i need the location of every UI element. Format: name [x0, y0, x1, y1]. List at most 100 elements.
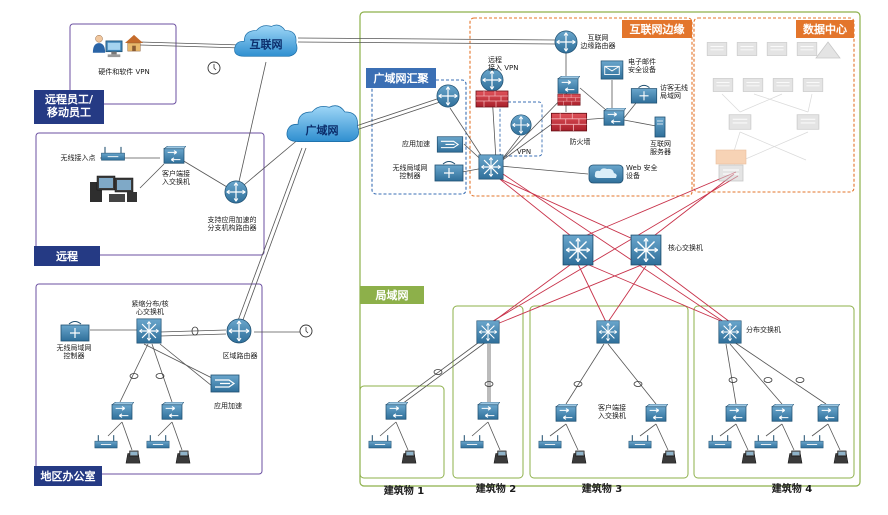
data-center-tab-label: 数据中心 [803, 22, 847, 36]
guest-wlan-label: 访客无线局域网 [660, 83, 688, 100]
edge-switch-icon [557, 76, 580, 94]
building-2-frame [452, 305, 524, 479]
regional-wlc-label: 无线局域网控制器 [57, 343, 92, 360]
ap-icon [368, 434, 392, 449]
regional-wlc-icon [60, 320, 90, 342]
firewall-label: 防火墙 [570, 137, 591, 146]
phone-icon [571, 450, 587, 464]
wan-agg-router-icon [436, 84, 460, 108]
remote-vpn-label: 远程接入 VPN [488, 55, 518, 72]
building-3-frame [529, 305, 689, 479]
email-security-icon [600, 60, 624, 80]
remote-frame [35, 132, 265, 256]
client-access-switch-label: 客户端接入交换机 [598, 403, 626, 420]
building-2-label: 建筑物 2 [475, 482, 516, 495]
ap-icon [628, 434, 652, 449]
wan-aggregation-tab: 广域网汇聚 [366, 68, 436, 88]
remote-vpn-router-icon [480, 68, 504, 92]
hw-sw-vpn-label: 硬件和软件 VPN [98, 67, 149, 76]
clock-icon-regional [299, 324, 313, 338]
building-4-label: 建筑物 4 [771, 482, 812, 495]
internet-edge-tab: 互联网边缘 [622, 20, 692, 38]
data-center-frame [693, 17, 855, 193]
access-switch-b3a-icon [555, 404, 578, 422]
ap-icon [708, 434, 732, 449]
access-switch-b4c-icon [817, 404, 840, 422]
dist-switch-b4-icon [718, 320, 742, 344]
link-loops [129, 326, 805, 387]
access-switch-b4b-icon [771, 404, 794, 422]
remote-tab: 远程 [34, 246, 100, 266]
wan-wlc-label: 无线局域网控制器 [393, 163, 428, 180]
dist-switch-b3-icon [596, 320, 620, 344]
vpn-router-icon [510, 114, 532, 136]
ap-icon [538, 434, 562, 449]
internet-cloud-label: 互联网 [250, 37, 283, 51]
regional-office-tab-label: 地区办公室 [41, 469, 96, 483]
access-switch-b3b-icon [645, 404, 668, 422]
ap-icon [800, 434, 824, 449]
data-center-tab: 数据中心 [796, 20, 854, 38]
regional-router-label: 区域路由器 [223, 351, 258, 360]
access-switch-b1-icon [385, 402, 408, 420]
lan-endpoints [368, 434, 849, 464]
regional-accel-label: 应用加速 [214, 401, 242, 410]
remote-tab-label: 远程 [56, 249, 78, 263]
core-switch-2-icon [630, 234, 662, 266]
access-links [90, 157, 827, 405]
ap-icon [460, 434, 484, 449]
wan-cloud-label: 广域网 [306, 123, 339, 137]
edge-firewall-icon-2 [557, 93, 581, 106]
wireless-ap-label: 无线接入点 [61, 153, 96, 162]
building-4-frame [693, 305, 855, 479]
access-switch-b4a-icon [725, 404, 748, 422]
remote-worker-tab: 远程员工/移动员工 [34, 90, 104, 124]
lan-core-router-icon [478, 154, 504, 180]
wan-wlc-icon [434, 160, 464, 182]
regional-office-tab: 地区办公室 [34, 466, 102, 486]
lan-tab-label: 局域网 [375, 288, 409, 302]
branch-router-icon [224, 180, 248, 204]
regional-access-switch-2-icon [161, 402, 184, 420]
internet-server-icon [654, 116, 666, 138]
internet-cloud: 互联网 [234, 24, 298, 57]
regional-phone-1-icon [125, 450, 141, 464]
wan-accel-icon [436, 136, 464, 153]
distribution-switch-label: 分布交换机 [746, 325, 781, 334]
lan-frame [359, 11, 861, 487]
remote-access-switch-label: 客户端接入交换机 [162, 169, 190, 186]
core-switch-1-icon [562, 234, 594, 266]
dmz-switch-icon [603, 108, 626, 126]
collapsed-core-icon [136, 318, 162, 344]
remote-access-switch-icon [163, 146, 186, 164]
internet-edge-tab-label: 互联网边缘 [630, 22, 685, 36]
endpoint-links [379, 421, 841, 451]
building-3-label: 建筑物 3 [581, 482, 622, 495]
pc-icon [105, 40, 123, 58]
remote-worker-frame [69, 23, 177, 105]
data-center-devices [706, 41, 841, 182]
edge-firewall-icon [550, 112, 588, 132]
collapsed-core-label: 紧缩分布/核心交换机 [131, 299, 168, 316]
phone-icon [493, 450, 509, 464]
lan-links [487, 171, 739, 327]
core-switch-label: 核心交换机 [668, 243, 703, 252]
phone-icon [401, 450, 417, 464]
internet-edge-router-label: 互联网边缘路由器 [581, 33, 616, 50]
regional-router-icon [226, 318, 252, 344]
ap-icon [754, 434, 778, 449]
lan-tab: 局域网 [360, 286, 424, 304]
wan-accel-label: 应用加速 [402, 139, 430, 148]
wireless-ap-icon [100, 146, 126, 161]
guest-wlc-icon [630, 84, 658, 104]
regional-phone-2-icon [175, 450, 191, 464]
internet-server-label: 互联网服务器 [650, 139, 671, 156]
regional-access-switch-1-icon [111, 402, 134, 420]
web-security-label: Web 安全设备 [626, 163, 658, 180]
web-security-icon [588, 164, 624, 184]
person-icon [92, 34, 106, 54]
internet-edge-router-icon [554, 30, 578, 54]
access-switch-b2-icon [477, 402, 500, 420]
